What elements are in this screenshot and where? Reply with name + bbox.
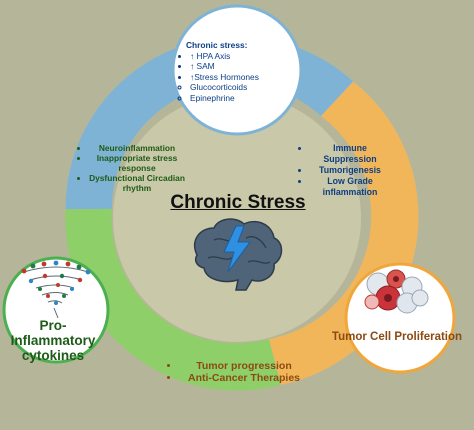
- left-node-label: Pro-Inflammatory cytokines: [10, 318, 96, 363]
- list-item: Tumor progression: [180, 360, 308, 372]
- bottom-segment-text: Tumor progression Anti-Cancer Therapies: [168, 360, 308, 384]
- list-item: Low Grade inflammation: [310, 176, 390, 198]
- bottom-segment-list: Tumor progression Anti-Cancer Therapies: [168, 360, 308, 384]
- list-item: Inappropriate stress response: [89, 153, 185, 173]
- cytokine-dots: [21, 260, 91, 305]
- ring-segment-green: [65, 208, 281, 391]
- right-segment-text: Immune Suppression Tumorigenesis Low Gra…: [298, 143, 390, 198]
- left-node: [2, 256, 110, 364]
- list-item: ↑ HPA Axis: [190, 51, 296, 62]
- diagram-title: Chronic Stress: [170, 192, 306, 213]
- top-node-heading: Chronic stress:: [186, 40, 248, 50]
- list-item: Glucocorticoids: [190, 82, 296, 93]
- tumor-cells-icon: [364, 269, 429, 314]
- list-item: Dysfunctional Circadian rhythm: [89, 173, 185, 193]
- list-item: ↑ SAM: [190, 61, 296, 72]
- top-node-sublist: Glucocorticoids Epinephrine: [178, 82, 296, 103]
- left-segment-list: Neuroinflammation Inappropriate stress r…: [77, 143, 185, 193]
- right-node-label: Tumor Cell Proliferation: [331, 331, 463, 343]
- list-item: Neuroinflammation: [89, 143, 185, 153]
- right-segment-list: Immune Suppression Tumorigenesis Low Gra…: [298, 143, 390, 198]
- top-node-list: ↑ HPA Axis ↑ SAM ↑Stress Hormones: [178, 51, 296, 83]
- list-item: Tumorigenesis: [310, 165, 390, 176]
- ring-inner: [113, 94, 361, 342]
- list-item: ↑Stress Hormones: [190, 72, 296, 83]
- list-item: Epinephrine: [190, 93, 296, 104]
- list-item: Immune Suppression: [310, 143, 390, 165]
- cytokine-tornado-icon: [23, 266, 89, 319]
- top-node-text: Chronic stress: ↑ HPA Axis ↑ SAM ↑Stress…: [178, 40, 296, 103]
- top-node: [171, 4, 303, 136]
- left-segment-text: Neuroinflammation Inappropriate stress r…: [77, 143, 185, 193]
- list-item: Anti-Cancer Therapies: [180, 372, 308, 384]
- brain-lightning-icon: [193, 218, 283, 291]
